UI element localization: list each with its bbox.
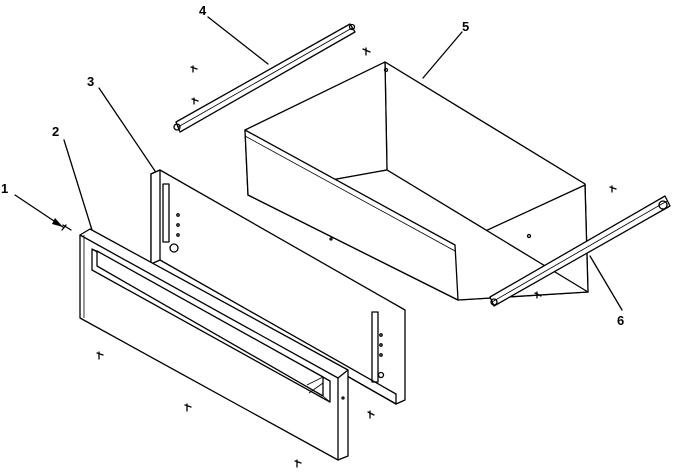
callout-2: 2 [52, 124, 59, 139]
callout-3: 3 [87, 74, 94, 89]
leader-lines [14, 16, 623, 311]
leader-line-5 [422, 31, 463, 79]
callout-4: 4 [199, 3, 207, 18]
callout-6: 6 [617, 313, 624, 328]
screw-icon [367, 410, 375, 419]
screw-icon [294, 459, 302, 468]
callout-1: 1 [1, 181, 8, 196]
leader-arrow-1 [52, 218, 63, 227]
leader-line-3 [98, 87, 156, 172]
screw-icon [534, 291, 542, 299]
leader-line-4 [207, 16, 269, 65]
screw-icon [96, 351, 104, 360]
part-4-slide-rail-upper [173, 23, 356, 133]
part-2-drawer-front [79, 228, 349, 461]
screw-icon [190, 65, 198, 73]
callout-5: 5 [462, 19, 469, 34]
leader-line-6 [589, 255, 623, 311]
part-6-slide-rail-lower [489, 195, 671, 307]
leader-line-2 [63, 139, 93, 231]
screw-icon [609, 185, 617, 193]
screw-icon [191, 97, 199, 105]
screw-icon [61, 224, 72, 231]
screw-icon-group [61, 47, 617, 468]
part-5-drawer-box [244, 61, 589, 301]
screw-icon [184, 403, 192, 412]
screw-icon [362, 47, 371, 56]
